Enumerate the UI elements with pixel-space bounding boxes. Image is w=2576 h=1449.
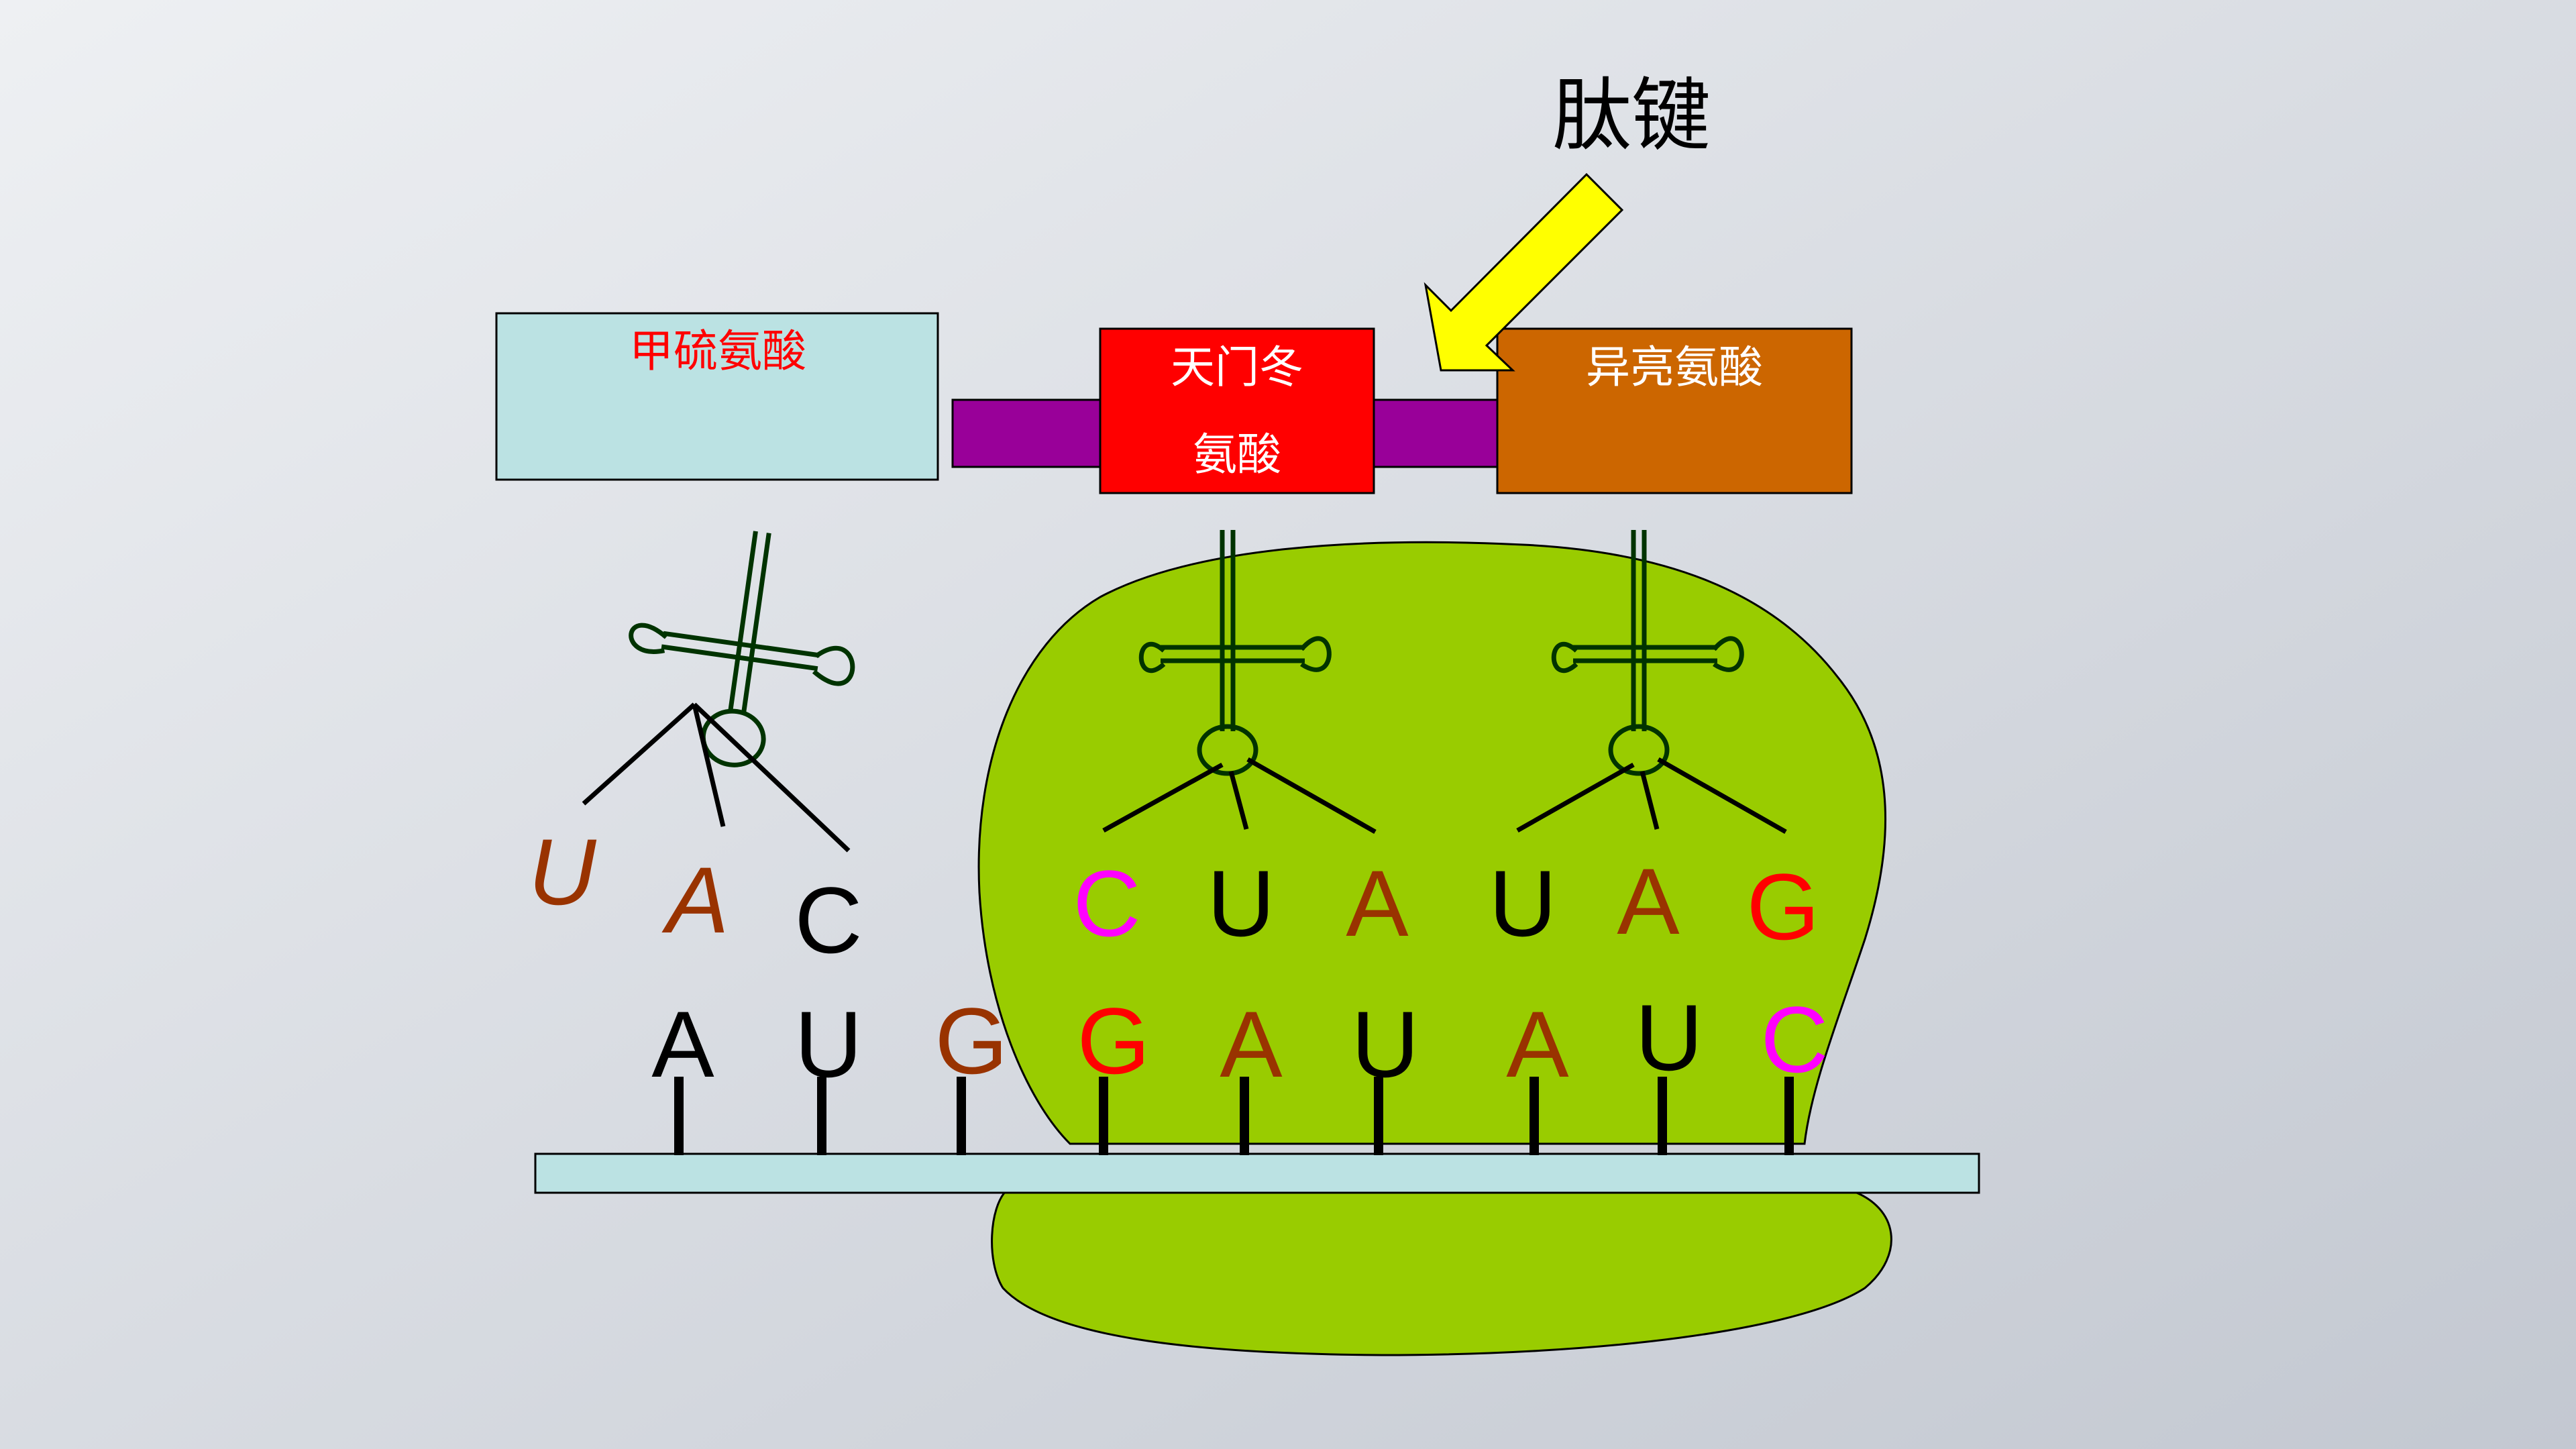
- amino-acid-box-aspartate: [1099, 327, 1375, 494]
- amino-acid-label-methionine: 甲硫氨酸: [629, 326, 806, 376]
- amino-acid-label-isoleucine: 异亮氨酸: [1586, 342, 1763, 392]
- anticodon-letter: C: [1073, 851, 1140, 956]
- trna-anticodon-lines: [1102, 757, 1377, 835]
- codon-letter: C: [1760, 987, 1828, 1092]
- peptide-bond-2: [1367, 398, 1504, 468]
- codon-letter: A: [1506, 991, 1569, 1097]
- anticodon-letter: U: [1207, 851, 1275, 956]
- peptide-bond-arrow: [1424, 172, 1624, 372]
- codon-letter: G: [1077, 988, 1150, 1093]
- ribosome-large-subunit: [977, 541, 1886, 1145]
- trna-isoleucine: [1551, 530, 1744, 776]
- anticodon-letter: U: [528, 819, 596, 924]
- anticodon-letter: A: [1617, 849, 1680, 954]
- anticodon-letter: U: [1489, 851, 1556, 956]
- codon-letter: A: [651, 991, 714, 1097]
- anticodon-letter: A: [661, 847, 729, 953]
- amino-acid-label-aspartate-line-1: 天门冬: [1171, 342, 1303, 392]
- mrna-strand: [534, 1152, 1980, 1194]
- anticodon-letter: C: [794, 867, 862, 973]
- trna-anticodon-lines: [582, 702, 851, 853]
- codon-letter: A: [1220, 991, 1283, 1097]
- trna-aspartate: [1138, 530, 1332, 776]
- anticodon-letter: G: [1747, 854, 1820, 959]
- trna-anticodon-lines: [1516, 757, 1787, 835]
- anticodon-letters: U A C C U A U A G: [528, 819, 1819, 973]
- amino-acid-box-isoleucine: [1496, 327, 1853, 494]
- amino-acid-label-aspartate-line-2: 氨酸: [1193, 429, 1281, 479]
- codon-letter: U: [1351, 991, 1419, 1097]
- codon-letters: A U G G A U A U C: [651, 985, 1828, 1097]
- peptide-bond-label: 肽键: [1552, 72, 1711, 160]
- codon-base-ticks: [674, 1077, 1794, 1155]
- codon-letter: U: [1635, 985, 1703, 1090]
- peptide-bond-1: [951, 398, 1102, 468]
- amino-acid-box-methionine: [495, 312, 939, 481]
- anticodon-letter: A: [1346, 851, 1409, 956]
- codon-letter: G: [935, 988, 1008, 1093]
- codon-letter: U: [794, 991, 862, 1097]
